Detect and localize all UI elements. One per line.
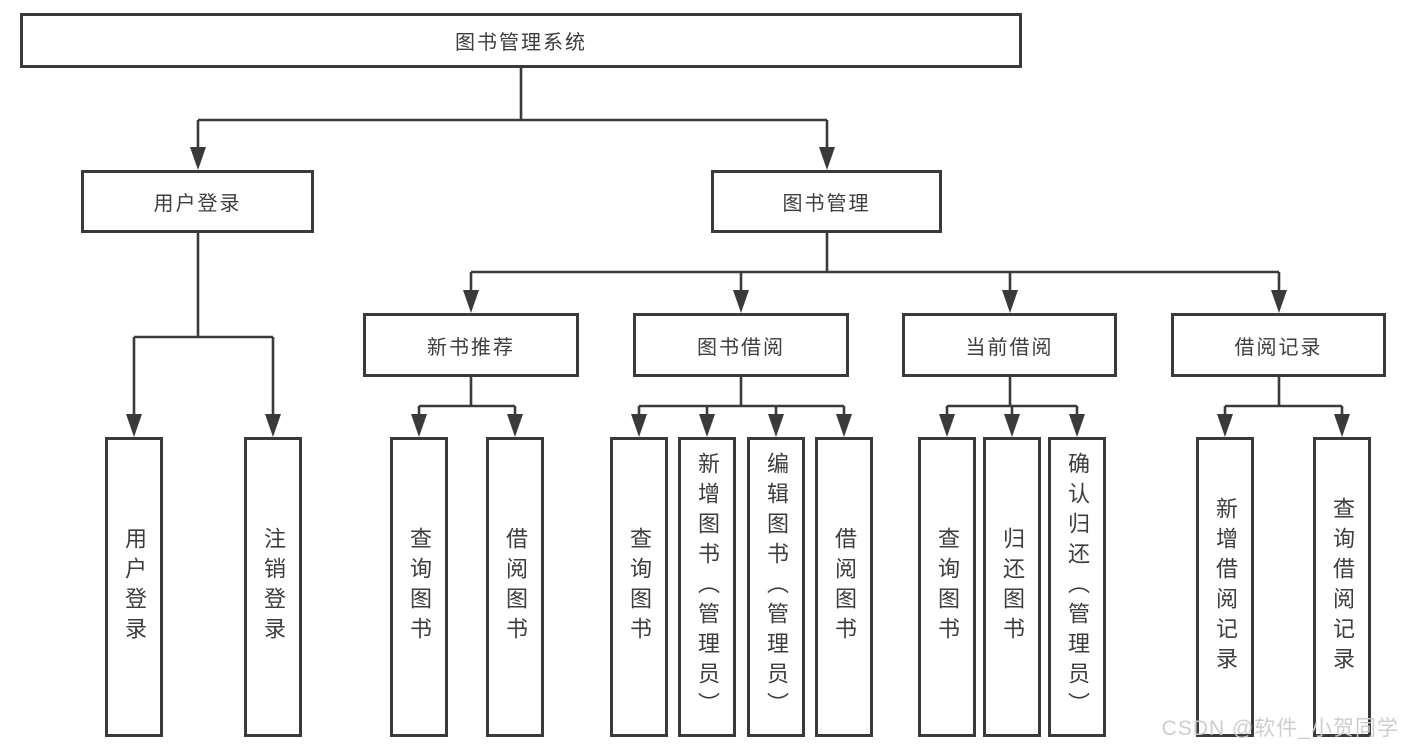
leaf-add-book-admin: 新增图书（管理员） bbox=[678, 437, 736, 737]
leaf-label: 查询图书 bbox=[407, 527, 432, 647]
node-label: 用户登录 bbox=[153, 193, 242, 215]
csdn-watermark: CSDN @软件_小贺同学 bbox=[1161, 717, 1399, 740]
leaf-borrow-books: 借阅图书 bbox=[815, 437, 873, 737]
leaf-label: 注销登录 bbox=[261, 527, 286, 647]
leaf-borrow-books: 借阅图书 bbox=[486, 437, 544, 737]
leaf-label: 用户登录 bbox=[122, 527, 147, 647]
node-library-management-system: 图书管理系统 bbox=[20, 13, 1022, 68]
leaf-label: 查询借阅记录 bbox=[1330, 497, 1355, 677]
leaf-label: 新增借阅记录 bbox=[1213, 497, 1238, 677]
leaf-label: 借阅图书 bbox=[832, 527, 857, 647]
leaf-label: 归还图书 bbox=[1000, 527, 1025, 647]
leaf-label: 新增图书（管理员） bbox=[695, 452, 720, 722]
leaf-add-borrow-record: 新增借阅记录 bbox=[1196, 437, 1254, 737]
node-new-book-recommendation: 新书推荐 bbox=[363, 313, 579, 377]
leaf-label: 编辑图书（管理员） bbox=[764, 452, 789, 722]
leaf-query-books: 查询图书 bbox=[918, 437, 976, 737]
leaf-query-books: 查询图书 bbox=[610, 437, 668, 737]
node-current-borrowing: 当前借阅 bbox=[902, 313, 1117, 377]
node-label: 图书管理系统 bbox=[455, 32, 587, 54]
leaf-edit-book-admin: 编辑图书（管理员） bbox=[747, 437, 805, 737]
leaf-confirm-return-admin: 确认归还（管理员） bbox=[1048, 437, 1106, 737]
node-label: 借阅记录 bbox=[1234, 336, 1323, 359]
arrowheads bbox=[126, 147, 1350, 437]
node-user-login: 用户登录 bbox=[81, 170, 314, 233]
node-label: 当前借阅 bbox=[965, 336, 1054, 359]
leaf-label: 查询图书 bbox=[627, 527, 652, 647]
node-borrowing-records: 借阅记录 bbox=[1171, 313, 1386, 377]
leaf-query-borrow-record: 查询借阅记录 bbox=[1313, 437, 1371, 737]
node-book-management: 图书管理 bbox=[711, 170, 942, 233]
node-book-borrowing: 图书借阅 bbox=[633, 313, 849, 377]
leaf-label: 确认归还（管理员） bbox=[1065, 452, 1090, 722]
leaf-label: 查询图书 bbox=[935, 527, 960, 647]
leaf-logout-login: 注销登录 bbox=[244, 437, 302, 737]
leaf-label: 借阅图书 bbox=[503, 527, 528, 647]
leaf-return-books: 归还图书 bbox=[983, 437, 1041, 737]
node-label: 新书推荐 bbox=[427, 336, 515, 359]
node-label: 图书借阅 bbox=[697, 336, 785, 359]
leaf-user-login: 用户登录 bbox=[105, 437, 163, 737]
node-label: 图书管理 bbox=[782, 193, 871, 215]
leaf-query-books: 查询图书 bbox=[390, 437, 448, 737]
